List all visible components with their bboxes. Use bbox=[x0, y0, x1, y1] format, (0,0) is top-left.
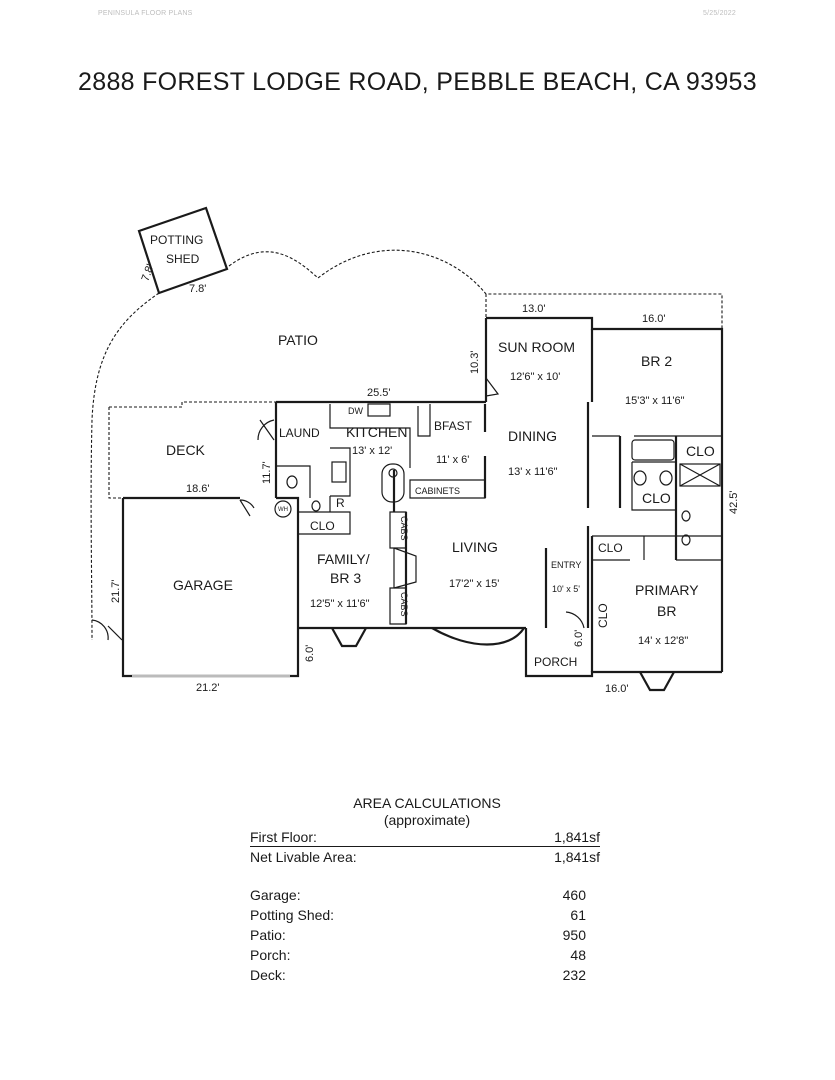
dim-garage-side: 21.7' bbox=[110, 579, 122, 603]
area-extra-value: 48 bbox=[570, 947, 586, 963]
fixtures bbox=[274, 403, 721, 546]
closet-bath: CLO bbox=[642, 490, 671, 506]
area-extra-row: Porch: 48 bbox=[250, 945, 600, 965]
room-family-size: 12'5" x 11'6" bbox=[310, 598, 370, 610]
closet-br2: CLO bbox=[686, 443, 715, 459]
dim-laund-side: 11.7' bbox=[261, 461, 273, 484]
area-extra-row: Patio: 950 bbox=[250, 925, 600, 945]
room-living-size: 17'2" x 15' bbox=[449, 578, 499, 590]
dim-kitchen-top: 25.5' bbox=[367, 387, 391, 399]
dim-br2-top: 16.0' bbox=[642, 313, 666, 325]
area-extra-label: Deck: bbox=[250, 967, 286, 983]
area-extra-row: Garage: 460 bbox=[250, 885, 600, 905]
area-title: AREA CALCULATIONS bbox=[353, 795, 501, 811]
plan-date: 5/25/2022 bbox=[703, 10, 736, 17]
room-potting-shed-1: POTTING bbox=[150, 233, 203, 247]
closet-hall: CLO bbox=[310, 519, 335, 533]
room-deck: DECK bbox=[166, 442, 206, 458]
room-bfast: BFAST bbox=[434, 419, 473, 433]
area-subtitle: (approximate) bbox=[383, 812, 471, 828]
label-water-heater: WH bbox=[278, 507, 288, 513]
bay-window-family bbox=[331, 627, 367, 648]
area-extra-value: 460 bbox=[562, 887, 586, 903]
room-family-2: BR 3 bbox=[330, 570, 361, 586]
room-laund: LAUND bbox=[279, 426, 320, 440]
room-dining: DINING bbox=[508, 428, 557, 444]
page-title: 2888 FOREST LODGE ROAD, PEBBLE BEACH, CA… bbox=[78, 68, 757, 96]
patio-outline bbox=[228, 249, 723, 330]
dim-family-side: 6.0' bbox=[304, 645, 316, 662]
area-row: First Floor: 1,841sf bbox=[250, 828, 600, 847]
area-row: Net Livable Area: 1,841sf bbox=[250, 847, 600, 867]
dim-sun-left: 10.3' bbox=[469, 350, 481, 374]
dim-primary-bottom: 16.0' bbox=[605, 683, 629, 695]
area-extra-value: 232 bbox=[562, 967, 586, 983]
potting-shed bbox=[137, 206, 229, 295]
room-entry: ENTRY bbox=[551, 560, 581, 570]
closet-primary-vertical: CLO bbox=[596, 603, 610, 628]
room-entry-size: 10' x 5' bbox=[552, 584, 580, 594]
deck-outline bbox=[109, 401, 276, 408]
room-living: LIVING bbox=[452, 539, 498, 555]
dim-sun-top: 13.0' bbox=[522, 303, 546, 315]
room-sun-room: SUN ROOM bbox=[498, 339, 575, 355]
label-cabinets: CABINETS bbox=[415, 486, 460, 496]
company-name: PENINSULA FLOOR PLANS bbox=[98, 10, 193, 17]
area-calculations: AREA CALCULATIONS (approximate) First Fl… bbox=[250, 795, 600, 985]
room-primary-2: BR bbox=[657, 603, 676, 619]
area-extra-label: Garage: bbox=[250, 887, 301, 903]
dim-shed-bottom: 7.8' bbox=[189, 283, 206, 295]
room-primary-size: 14' x 12'8" bbox=[638, 635, 688, 647]
area-row-value: 1,841sf bbox=[554, 829, 600, 845]
area-extra-value: 61 bbox=[570, 907, 586, 923]
dim-right-side: 42.5' bbox=[728, 490, 740, 514]
dim-deck-bottom: 18.6' bbox=[186, 483, 210, 495]
label-cabs-top: CABS bbox=[399, 516, 409, 541]
area-extra-label: Patio: bbox=[250, 927, 286, 943]
room-bfast-size: 11' x 6' bbox=[436, 454, 469, 466]
room-kitchen: KITCHEN bbox=[346, 424, 407, 440]
room-potting-shed-2: SHED bbox=[166, 252, 200, 266]
area-row-value: 1,841sf bbox=[554, 849, 600, 865]
room-family-1: FAMILY/ bbox=[317, 551, 370, 567]
floor-plan: POTTING SHED PATIO SUN ROOM 12'6" x 10' … bbox=[90, 206, 740, 695]
room-br2: BR 2 bbox=[641, 353, 672, 369]
area-row-label: First Floor: bbox=[250, 829, 317, 845]
dim-porch-side: 6.0' bbox=[573, 630, 585, 647]
dim-garage-bottom: 21.2' bbox=[196, 682, 220, 694]
room-garage: GARAGE bbox=[173, 577, 233, 593]
room-kitchen-size: 13' x 12' bbox=[352, 445, 392, 457]
room-br2-size: 15'3" x 11'6" bbox=[625, 395, 685, 407]
label-refrigerator: R bbox=[336, 496, 345, 510]
area-extra-label: Potting Shed: bbox=[250, 907, 335, 923]
house-walls bbox=[121, 316, 724, 678]
area-extra-value: 950 bbox=[562, 927, 586, 943]
closet-primary: CLO bbox=[598, 541, 623, 555]
label-dishwasher: DW bbox=[348, 406, 363, 416]
area-row-label: Net Livable Area: bbox=[250, 849, 357, 865]
room-sun-room-size: 12'6" x 10' bbox=[510, 371, 560, 383]
room-primary-1: PRIMARY bbox=[635, 582, 699, 598]
room-dining-size: 13' x 11'6" bbox=[508, 466, 558, 478]
bay-window-primary bbox=[639, 671, 675, 692]
room-porch: PORCH bbox=[534, 655, 577, 669]
area-extra-label: Porch: bbox=[250, 947, 291, 963]
bay-window-living bbox=[431, 627, 525, 646]
label-cabs-bottom: CABS bbox=[399, 592, 409, 617]
area-extra-row: Deck: 232 bbox=[250, 965, 600, 985]
room-patio: PATIO bbox=[278, 332, 318, 348]
area-extra-row: Potting Shed: 61 bbox=[250, 905, 600, 925]
dim-shed-side: 7.8' bbox=[140, 263, 157, 283]
